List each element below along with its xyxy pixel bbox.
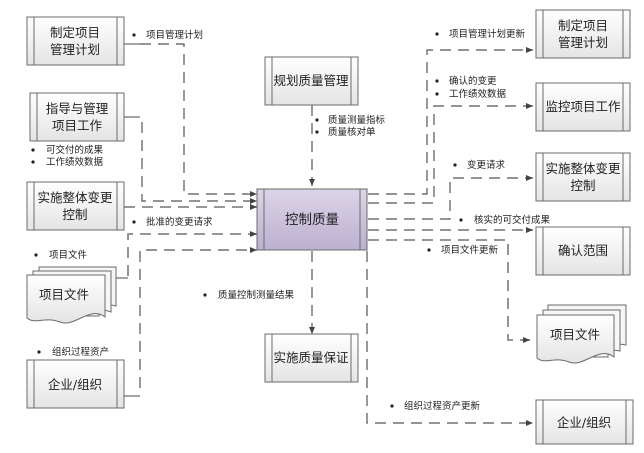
box-label: 企业/组织 xyxy=(557,415,611,430)
bullet-icon xyxy=(31,148,35,152)
connector-r3 xyxy=(368,175,533,220)
flow-label: 项目管理计划更新 xyxy=(449,28,526,40)
box-label: 管理计划 xyxy=(558,35,608,50)
right-box-develop-plan[interactable]: 制定项目 管理计划 xyxy=(535,9,631,59)
flow-label: 可交付的成果 xyxy=(46,144,104,156)
left-box-develop-plan[interactable]: 制定项目 管理计划 xyxy=(26,16,125,66)
connector-l2-dash xyxy=(141,122,257,204)
box-label: 项目文件 xyxy=(550,327,600,342)
left-box-change-control[interactable]: 实施整体变更 控制 xyxy=(26,181,125,231)
box-label: 制定项目 xyxy=(558,18,608,33)
box-label: 规划质量管理 xyxy=(273,73,349,88)
bullet-icon xyxy=(435,79,439,83)
flow-label: 确认的变更 xyxy=(449,75,497,87)
box-label: 项目文件 xyxy=(39,287,89,302)
flow-label: 质量核对单 xyxy=(328,126,376,138)
center-label: 控制质量 xyxy=(285,212,339,228)
bullet-icon xyxy=(31,160,35,164)
box-label: 控制 xyxy=(570,178,595,193)
bullet-icon xyxy=(459,218,463,222)
flow-label: 组织过程资产更新 xyxy=(404,400,481,412)
bullet-icon xyxy=(453,163,457,167)
box-label: 实施整体变更 xyxy=(37,190,113,205)
bullet-icon xyxy=(315,118,319,122)
box-label: 制定项目 xyxy=(50,25,100,40)
left-box-direct-manage[interactable]: 指导与管理 项目工作 xyxy=(29,92,125,142)
right-box-enterprise[interactable]: 企业/组织 xyxy=(535,399,634,445)
box-label: 监控项目工作 xyxy=(545,99,621,114)
box-label: 企业/组织 xyxy=(48,377,102,392)
bottom-box-quality-assurance[interactable]: 实施质量保证 xyxy=(264,333,359,383)
left-doc-project-files[interactable]: 项目文件 xyxy=(26,266,117,324)
flow-label: 工作绩效数据 xyxy=(46,156,104,168)
box-label: 控制 xyxy=(62,207,87,222)
bullet-icon xyxy=(37,350,41,354)
box-label: 指导与管理 xyxy=(46,101,109,116)
connectors xyxy=(116,43,533,426)
output-labels: 项目管理计划更新 确认的变更 工作绩效数据 变更请求 核实的可交付成果 项目文件… xyxy=(390,28,551,412)
input-labels: 项目管理计划 可交付的成果 工作绩效数据 批准的变更请求 项目文件 组织过程资产… xyxy=(31,29,386,358)
left-box-enterprise[interactable]: 企业/组织 xyxy=(26,359,125,409)
box-label: 实施质量保证 xyxy=(273,350,349,365)
connector-l5-dash xyxy=(139,247,257,388)
bullet-icon xyxy=(435,92,439,96)
box-label: 管理计划 xyxy=(50,42,100,57)
flow-label: 批准的变更请求 xyxy=(146,216,213,228)
flow-label: 项目文件更新 xyxy=(441,244,499,256)
box-label: 实施整体变更 xyxy=(545,161,621,176)
flow-label: 组织过程资产 xyxy=(52,346,109,358)
right-box-monitor-work[interactable]: 监控项目工作 xyxy=(535,82,631,132)
right-box-change-control[interactable]: 实施整体变更 控制 xyxy=(535,152,631,202)
right-box-validate-scope[interactable]: 确认范围 xyxy=(535,226,631,276)
bullet-icon xyxy=(390,404,394,408)
connector-l4-dash xyxy=(127,231,257,276)
bullet-icon xyxy=(315,130,319,134)
flow-label: 变更请求 xyxy=(467,159,506,171)
connector-r1 xyxy=(368,47,533,195)
flow-label: 项目文件 xyxy=(49,249,88,261)
bullet-icon xyxy=(203,293,207,297)
bullet-icon xyxy=(435,32,439,36)
flow-label: 质量测量指标 xyxy=(328,114,386,126)
box-label: 项目工作 xyxy=(52,118,103,133)
flow-label: 核实的可交付成果 xyxy=(474,214,551,226)
bullet-icon xyxy=(34,253,38,257)
bullet-icon xyxy=(427,248,431,252)
bullet-icon xyxy=(132,220,136,224)
center-box-control-quality[interactable]: 控制质量 xyxy=(256,188,368,251)
bullet-icon xyxy=(132,33,136,37)
connector-r5 xyxy=(368,239,530,343)
flow-label: 工作绩效数据 xyxy=(449,88,507,100)
connector-r2 xyxy=(368,103,533,204)
top-box-plan-quality[interactable]: 规划质量管理 xyxy=(264,56,359,106)
box-label: 确认范围 xyxy=(558,243,608,258)
connector-r6 xyxy=(366,251,533,426)
connector-l1-dash xyxy=(140,43,257,197)
right-doc-project-files[interactable]: 项目文件 xyxy=(536,304,627,364)
flow-label: 质量控制测量结果 xyxy=(218,289,295,301)
flow-label: 项目管理计划 xyxy=(146,29,203,41)
